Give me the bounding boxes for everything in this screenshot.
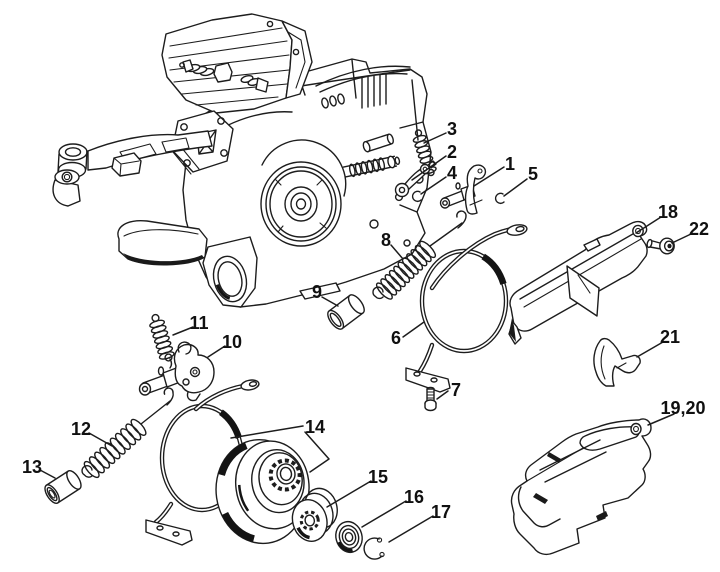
callout-10: 10 — [222, 332, 242, 352]
part-7-screw — [424, 386, 437, 412]
leader-11 — [172, 326, 194, 336]
callout-17: 17 — [431, 502, 451, 522]
part-19-20-cover — [510, 418, 652, 556]
leader-19-20 — [647, 413, 675, 426]
part-16-washer — [335, 520, 363, 554]
leader-3 — [423, 132, 447, 144]
part-22-screw — [646, 237, 675, 255]
callout-7: 7 — [451, 380, 461, 400]
part-13-bushing — [44, 470, 82, 504]
callout-12: 12 — [71, 419, 91, 439]
part-1-brake-lever — [439, 164, 487, 215]
part-9-bushing — [327, 294, 365, 330]
callout-22: 22 — [689, 219, 709, 239]
callout-14: 14 — [305, 417, 325, 437]
callout-9: 9 — [312, 282, 322, 302]
part-11-spring — [149, 313, 175, 369]
part-14-clutch-drum — [215, 438, 310, 545]
leader-15 — [326, 480, 372, 508]
part-18-sprocket-cover — [508, 220, 648, 345]
leader-9 — [321, 296, 339, 307]
callout-19-20: 19,20 — [660, 398, 705, 418]
callout-15: 15 — [368, 467, 388, 487]
leader-2 — [411, 155, 447, 181]
part-17-e-clip — [363, 537, 385, 560]
leader-8 — [390, 244, 404, 260]
part-4-e-clip — [411, 190, 422, 203]
callout-6: 6 — [391, 328, 401, 348]
part-6-brake-band — [405, 224, 528, 393]
part-10-brake-lever — [138, 341, 215, 402]
callout-18: 18 — [658, 202, 678, 222]
leader-10 — [207, 345, 226, 358]
leader-7 — [436, 390, 449, 400]
callout-13: 13 — [22, 457, 42, 477]
leader-17 — [388, 515, 434, 543]
leader-1 — [473, 166, 505, 187]
part-21-hand-guard — [593, 337, 641, 387]
part-15-rim-sprocket — [291, 487, 338, 542]
leader-5 — [503, 178, 528, 197]
callout-4: 4 — [447, 163, 457, 183]
callout-5: 5 — [528, 164, 538, 184]
part-12-tension-spring — [81, 387, 174, 479]
leader-6 — [402, 321, 425, 338]
flywheel-drawing — [260, 139, 347, 247]
callout-1: 1 — [505, 154, 515, 174]
part-8-tension-spring — [372, 210, 467, 300]
leader-21 — [636, 341, 664, 358]
leader-12 — [88, 432, 113, 447]
leader-13 — [39, 469, 56, 479]
leader-14 — [230, 425, 330, 473]
part-5-e-clip — [494, 192, 505, 205]
leader-4 — [420, 176, 447, 195]
leader-16 — [361, 500, 407, 528]
callout-11: 11 — [189, 313, 208, 333]
callout-2: 2 — [447, 142, 457, 162]
spark-plug-drawing — [179, 59, 269, 93]
callout-8: 8 — [381, 230, 391, 250]
leader-18 — [635, 216, 662, 234]
leader-lines — [39, 132, 692, 543]
callout-16: 16 — [404, 487, 424, 507]
leader-22 — [671, 233, 692, 244]
lower-brake-band — [145, 379, 260, 546]
callout-labels: 1 2 3 4 5 6 7 8 9 10 11 12 13 14 15 16 1… — [22, 119, 709, 522]
callout-3: 3 — [447, 119, 457, 139]
engine-assembly-drawing — [52, 13, 432, 308]
callout-21: 21 — [660, 327, 680, 347]
